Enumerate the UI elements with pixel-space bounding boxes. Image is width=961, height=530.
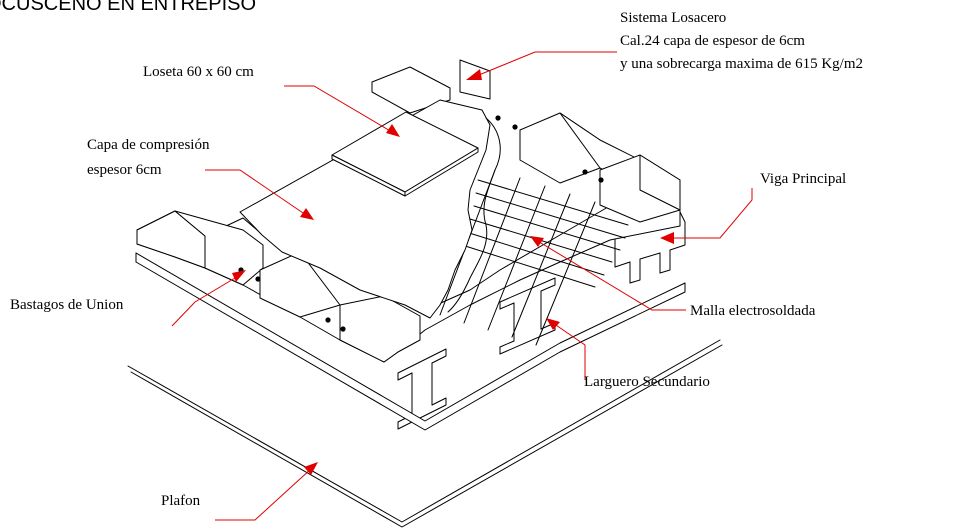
label-sistema-line2: Cal.24 capa de espesor de 6cm: [620, 33, 805, 49]
leader-loseta: [284, 85, 393, 133]
bolt-icon: [325, 317, 331, 323]
annotations: Sistema Losacero Cal.24 capa de espesor …: [10, 10, 863, 509]
label-sistema-line3: y una sobrecarga maxima de 615 Kg/m2: [620, 56, 863, 72]
diagram-title: OCUSCENO EN ENTREPISO: [0, 0, 256, 15]
leader-bastagos: [171, 274, 241, 327]
bolt-icon: [340, 326, 346, 332]
secondary-beam-front: [397, 348, 447, 430]
leader-malla: [535, 239, 686, 311]
label-capa-line1: Capa de compresión: [87, 137, 210, 153]
label-loseta: Loseta 60 x 60 cm: [143, 64, 254, 80]
plafon-sheet: [127, 339, 723, 528]
label-bastagos: Bastagos de Union: [10, 297, 124, 313]
bolt-icon: [598, 177, 604, 183]
leader-capa: [205, 169, 307, 216]
label-plafon: Plafon: [161, 493, 201, 509]
bolts: [238, 115, 604, 332]
label-malla: Malla electrosoldada: [690, 303, 816, 319]
leader-sistema: [473, 51, 617, 78]
label-capa-line2: espesor 6cm: [87, 162, 162, 178]
bolt-icon: [255, 276, 261, 282]
leaders: [171, 51, 753, 521]
secondary-beam-right: [499, 277, 556, 355]
leader-larguero: [549, 320, 586, 380]
bolt-icon: [495, 115, 501, 121]
floor-tile: [331, 111, 479, 197]
leader-viga: [668, 188, 753, 239]
label-larguero: Larguero Secundario: [584, 374, 710, 390]
bolt-icon: [582, 169, 588, 175]
label-viga: Viga Principal: [760, 171, 846, 187]
bolt-icon: [512, 124, 518, 130]
base-plate: [135, 252, 686, 431]
label-sistema-line1: Sistema Losacero: [620, 10, 726, 26]
leader-plafon: [215, 467, 313, 521]
